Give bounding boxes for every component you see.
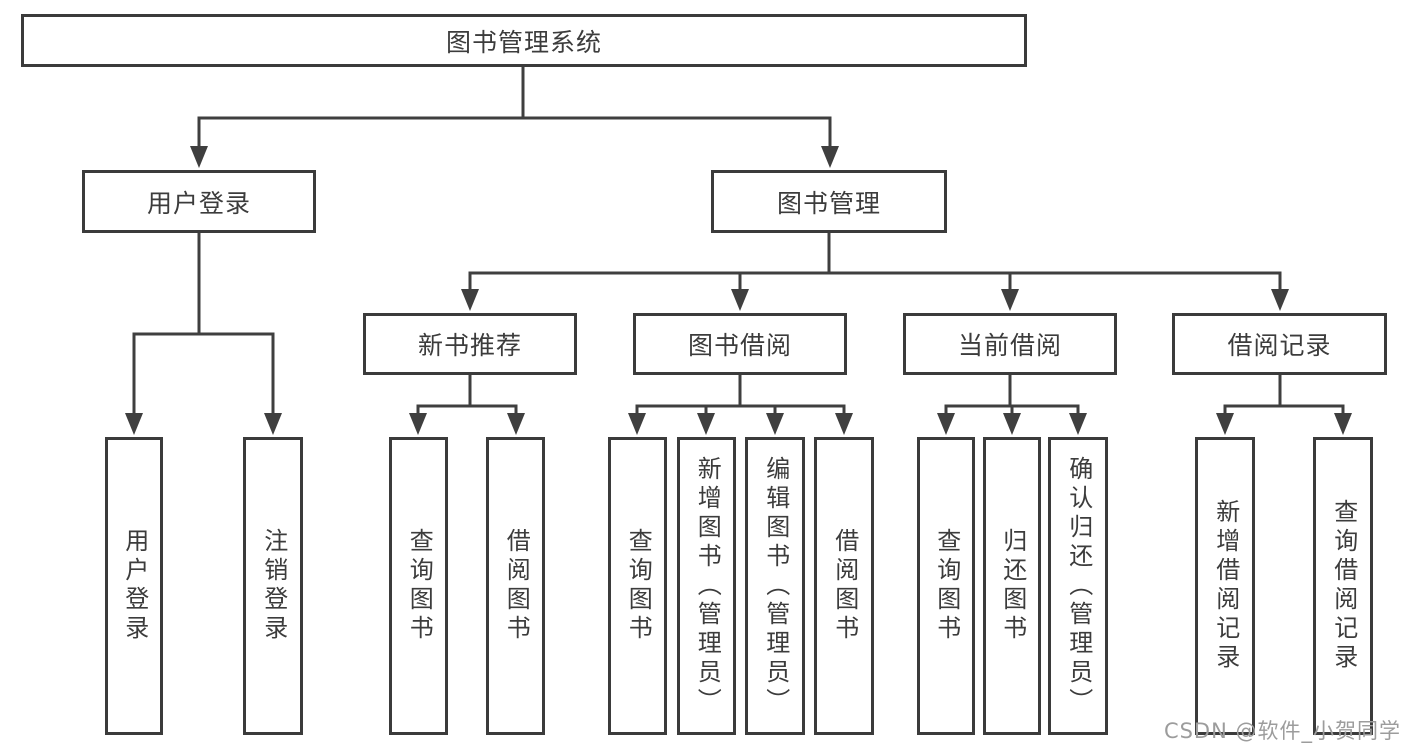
- leaf-current-confirm-return-admin: 确认归还（管理员）: [1048, 437, 1108, 735]
- leaf-borrow-add-books-admin-label: 新增图书（管理员）: [693, 455, 722, 717]
- leaf-records-query-record-label: 查询借阅记录: [1329, 499, 1358, 673]
- leaf-records-query-record: 查询借阅记录: [1313, 437, 1373, 735]
- leaf-logout-label: 注销登录: [259, 528, 288, 644]
- leaf-user-login-label: 用户登录: [120, 528, 149, 644]
- leaf-newbook-query-books: 查询图书: [389, 437, 448, 735]
- leaf-current-return-books: 归还图书: [983, 437, 1041, 735]
- leaf-borrow-edit-books-admin-label: 编辑图书（管理员）: [761, 455, 790, 717]
- node-book-borrowing: 图书借阅: [633, 313, 847, 375]
- leaf-current-confirm-return-admin-label: 确认归还（管理员）: [1064, 455, 1093, 717]
- node-borrowing-records: 借阅记录: [1172, 313, 1387, 375]
- node-book-management: 图书管理: [711, 170, 947, 233]
- leaf-newbook-borrow-books: 借阅图书: [486, 437, 545, 735]
- node-current-borrowing: 当前借阅: [903, 313, 1117, 375]
- csdn-watermark: CSDN @软件_小贺同学: [1163, 719, 1401, 743]
- leaf-logout: 注销登录: [243, 437, 303, 735]
- leaf-user-login: 用户登录: [105, 437, 163, 735]
- node-new-book-recommendation: 新书推荐: [363, 313, 577, 375]
- leaf-borrow-add-books-admin: 新增图书（管理员）: [677, 437, 736, 735]
- leaf-newbook-query-books-label: 查询图书: [405, 528, 434, 644]
- leaf-borrow-borrow-books: 借阅图书: [814, 437, 874, 735]
- leaf-current-query-books-label: 查询图书: [932, 528, 961, 644]
- leaf-records-add-record-label: 新增借阅记录: [1211, 499, 1240, 673]
- leaf-borrow-edit-books-admin: 编辑图书（管理员）: [745, 437, 805, 735]
- node-library-system: 图书管理系统: [21, 14, 1027, 67]
- node-user-login: 用户登录: [82, 170, 316, 233]
- leaf-newbook-borrow-books-label: 借阅图书: [502, 528, 531, 644]
- leaf-current-return-books-label: 归还图书: [998, 528, 1027, 644]
- leaf-current-query-books: 查询图书: [917, 437, 975, 735]
- leaf-borrow-query-books-label: 查询图书: [624, 528, 653, 644]
- leaf-borrow-borrow-books-label: 借阅图书: [830, 528, 859, 644]
- leaf-borrow-query-books: 查询图书: [608, 437, 667, 735]
- leaf-records-add-record: 新增借阅记录: [1195, 437, 1255, 735]
